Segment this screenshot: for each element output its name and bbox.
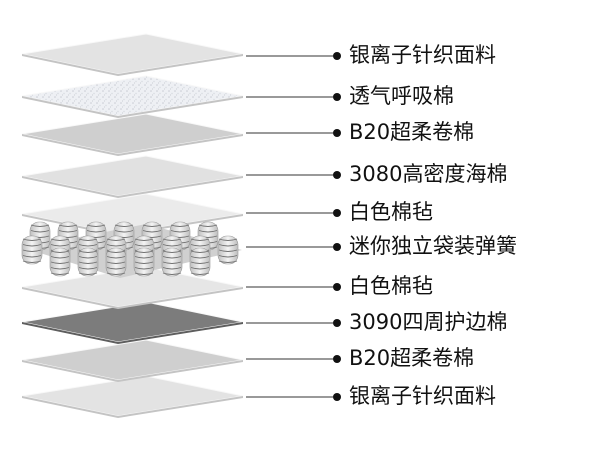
layer-label-l10: 银离子针织面料 — [349, 384, 496, 408]
layer-label-l1: 银离子针织面料 — [349, 43, 496, 67]
layer-edge-l10 — [22, 396, 243, 418]
leader-dot-l6 — [333, 243, 341, 251]
leader-dot-l9 — [333, 355, 341, 363]
layer-edge-l9 — [22, 360, 243, 382]
layer-slab-l4 — [21, 155, 244, 197]
leader-dot-l4 — [333, 171, 341, 179]
pocket-spring — [161, 247, 183, 277]
springs-group — [21, 221, 242, 278]
layer-label-l6: 迷你独立袋装弹簧 — [349, 234, 517, 258]
layer-label-l9: B20超柔卷棉 — [349, 346, 475, 370]
layer-label-l8: 3090四周护边棉 — [349, 310, 508, 334]
layer-slab-l9 — [21, 339, 244, 381]
layer-slab-l3 — [21, 113, 244, 155]
leader-dot-l3 — [333, 129, 341, 137]
layers-group — [21, 33, 244, 418]
layer-edge-l1 — [22, 54, 243, 76]
layer-edge-l3 — [22, 134, 243, 156]
pocket-spring — [217, 235, 239, 265]
layer-slab-l10 — [21, 375, 244, 417]
pocket-spring — [105, 247, 127, 277]
layer-label-l2: 透气呼吸棉 — [349, 84, 454, 108]
pocket-spring — [133, 247, 155, 277]
layer-label-l5: 白色棉毡 — [349, 200, 433, 224]
layer-label-l7: 白色棉毡 — [349, 274, 433, 298]
layer-slab-l2 — [21, 75, 244, 117]
layer-edge-l8 — [22, 322, 243, 344]
layer-slab-l1 — [21, 33, 244, 75]
layer-edge-l4 — [22, 176, 243, 198]
leader-lines-group — [246, 52, 341, 401]
pocket-spring — [21, 235, 43, 265]
layer-edge-l7 — [22, 287, 243, 309]
leader-dot-l7 — [333, 283, 341, 291]
layer-label-l4: 3080高密度海棉 — [349, 162, 508, 186]
leader-dot-l1 — [333, 52, 341, 60]
layer-label-l3: B20超柔卷棉 — [349, 120, 475, 144]
layer-edge-l2 — [22, 96, 243, 118]
layer-slab-l8 — [21, 301, 244, 343]
leader-dot-l8 — [333, 319, 341, 327]
leader-dot-l2 — [333, 93, 341, 101]
pocket-spring — [49, 247, 71, 277]
leader-dot-l5 — [333, 209, 341, 217]
pocket-spring — [189, 247, 211, 277]
pocket-spring — [77, 247, 99, 277]
leader-dot-l10 — [333, 393, 341, 401]
